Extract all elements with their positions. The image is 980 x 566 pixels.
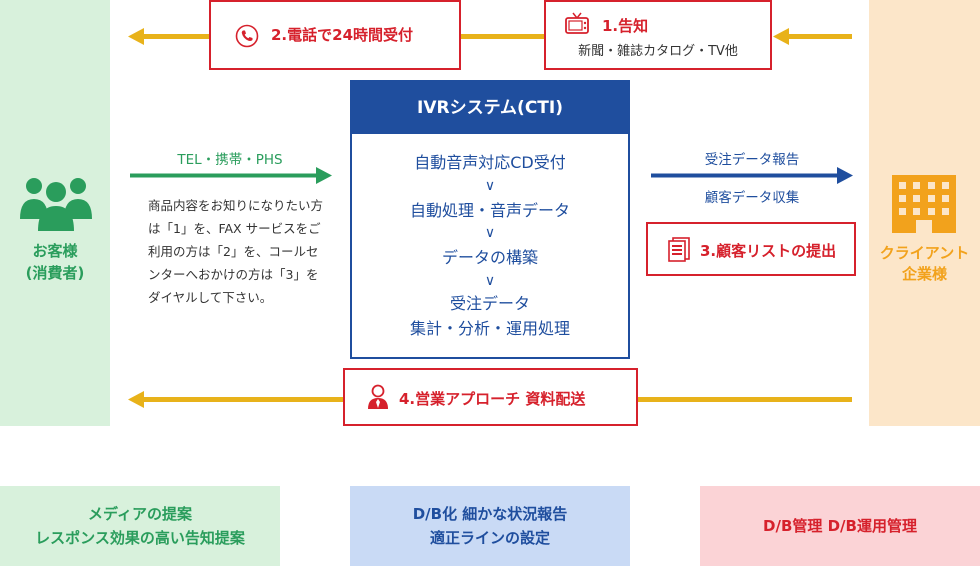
step2-box: 2.電話で24時間受付	[209, 0, 461, 70]
tv-icon	[565, 12, 589, 34]
top-flow-arrow	[128, 28, 852, 45]
phone-icon	[235, 24, 259, 48]
step1-box: 1.告知 新聞・雑誌カタログ・TV他	[544, 0, 772, 70]
people-icon	[20, 178, 92, 231]
ivr-step-4: 受注データ	[449, 294, 530, 313]
step1-title: 1.告知	[602, 17, 649, 35]
report-top-label: 受注データ報告	[704, 152, 800, 168]
green-arrow	[130, 167, 332, 184]
chevron-down-icon: ∨	[484, 225, 496, 241]
building-icon	[892, 175, 956, 233]
step2-title: 2.電話で24時間受付	[271, 26, 414, 44]
blue-arrow	[651, 167, 853, 184]
step1-subtitle: 新聞・雑誌カタログ・TV他	[578, 44, 738, 59]
chevron-down-icon: ∨	[484, 178, 496, 194]
person-icon	[368, 384, 388, 409]
document-list-icon	[668, 237, 690, 262]
customer-label: お客様 (消費者)	[25, 242, 85, 282]
bottom-flow-arrow	[128, 391, 852, 408]
step4-title: 4.営業アプローチ 資料配送	[399, 390, 586, 408]
client-label: クライアント 企業様	[879, 244, 970, 283]
ivr-step-2: 自動処理・音声データ	[409, 201, 570, 220]
step3-title: 3.顧客リストの提出	[700, 242, 837, 260]
db-report-box: D/B化 細かな状況報告 適正ラインの設定	[350, 486, 630, 566]
step3-box: 3.顧客リストの提出	[646, 222, 856, 276]
channel-label: TEL・携帯・PHS	[177, 152, 283, 168]
ivr-step-3: データの構築	[441, 248, 538, 267]
channel-note: 商品内容をお知りになりたい方は「1」を、FAX サービスをご利用の方は「2」を、…	[148, 198, 324, 305]
db-management-box: D/B管理 D/B運用管理	[700, 486, 980, 566]
report-bottom-label: 顧客データ収集	[704, 190, 800, 206]
media-proposal-box: メディアの提案 レスポンス効果の高い告知提案	[0, 486, 280, 566]
chevron-down-icon: ∨	[484, 273, 496, 289]
ivr-system-box: IVRシステム(CTI) 自動音声対応CD受付 ∨ 自動処理・音声データ ∨ デ…	[350, 80, 630, 359]
ivr-step-5: 集計・分析・運用処理	[409, 319, 570, 338]
ivr-title: IVRシステム(CTI)	[352, 82, 628, 134]
step4-box: 4.営業アプローチ 資料配送	[343, 368, 638, 426]
ivr-step-1: 自動音声対応CD受付	[414, 153, 566, 172]
